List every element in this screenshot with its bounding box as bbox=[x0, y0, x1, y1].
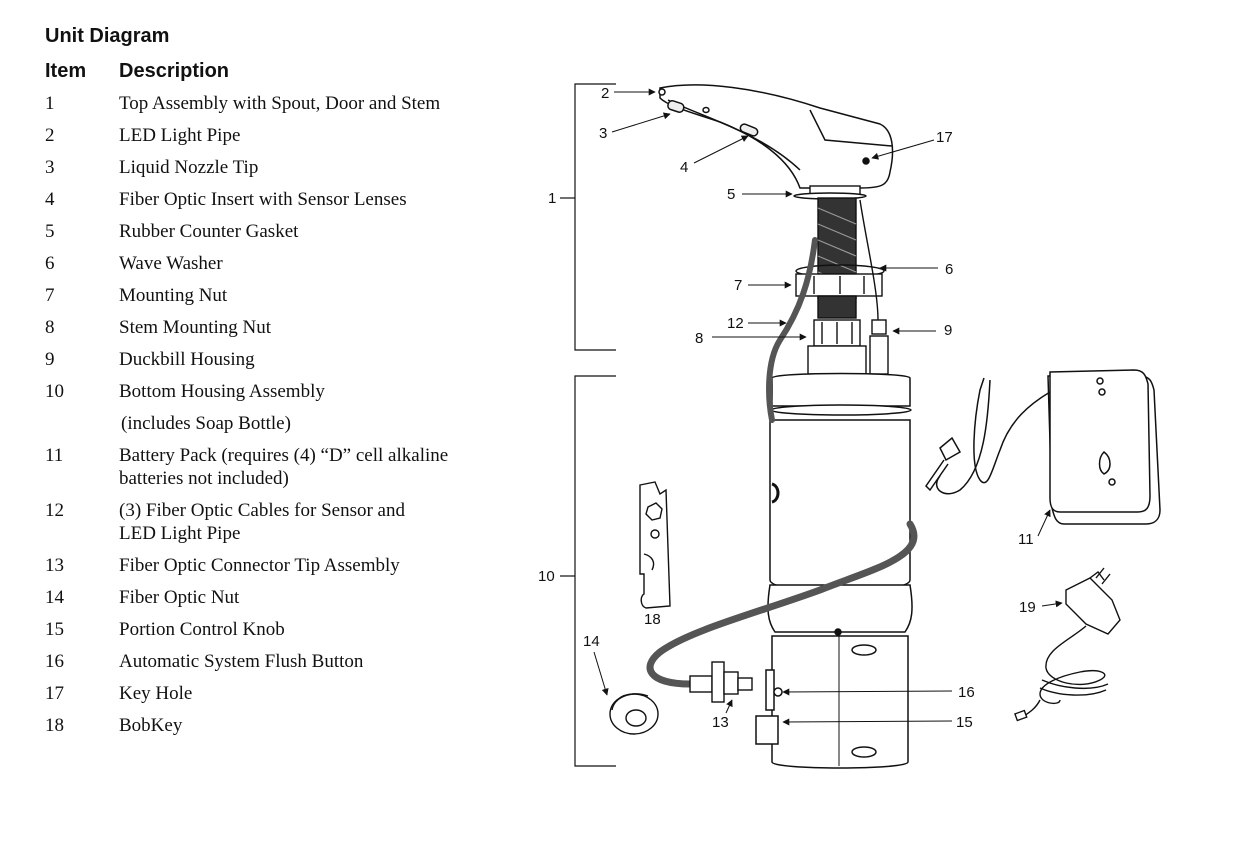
item-description: Top Assembly with Spout, Door and Stem bbox=[119, 93, 441, 114]
fiber-optic-nut bbox=[609, 693, 659, 735]
item-number: 14 bbox=[45, 587, 64, 608]
item-description: Portion Control Knob bbox=[119, 619, 285, 640]
item-description: Stem Mounting Nut bbox=[119, 317, 272, 338]
item-description: Liquid Nozzle Tip bbox=[119, 157, 259, 178]
item-number: 10 bbox=[45, 381, 64, 402]
bottom-housing-assembly bbox=[755, 372, 913, 769]
item-number: 18 bbox=[45, 715, 64, 736]
item-number: 4 bbox=[45, 189, 55, 210]
list-item: 4 Fiber Optic Insert with Sensor Lenses bbox=[45, 188, 515, 211]
list-item: 8 Stem Mounting Nut bbox=[45, 316, 515, 339]
callout-8: 8 bbox=[695, 330, 703, 347]
callout-leaders bbox=[593, 88, 1063, 726]
bracket-bottom-housing bbox=[560, 375, 616, 767]
callout-9: 9 bbox=[944, 322, 952, 339]
page-title: Unit Diagram bbox=[45, 25, 170, 47]
item-number: 5 bbox=[45, 221, 55, 242]
callout-19: 19 bbox=[1019, 599, 1036, 616]
item-description: Wave Washer bbox=[119, 253, 223, 274]
list-item: 9 Duckbill Housing bbox=[45, 348, 515, 371]
callout-5: 5 bbox=[727, 186, 735, 203]
item-description: Rubber Counter Gasket bbox=[119, 221, 299, 242]
callout-12: 12 bbox=[727, 315, 744, 332]
list-item: 11 Battery Pack (requires (4) “D” cell al… bbox=[45, 444, 515, 490]
item-description: Bottom Housing Assembly bbox=[119, 381, 325, 402]
description-column-header: Description bbox=[119, 60, 230, 82]
item-description: Automatic System Flush Button bbox=[119, 651, 364, 672]
callout-7: 7 bbox=[734, 277, 742, 294]
item-description: Fiber Optic Nut bbox=[119, 587, 240, 608]
item-description: (3) Fiber Optic Cables for Sensor and LE… bbox=[119, 500, 405, 544]
item-description: Fiber Optic Insert with Sensor Lenses bbox=[119, 189, 407, 210]
item-description: LED Light Pipe bbox=[119, 125, 241, 146]
list-item: 3 Liquid Nozzle Tip bbox=[45, 156, 515, 179]
list-item: 5 Rubber Counter Gasket bbox=[45, 220, 515, 243]
list-item: 17 Key Hole bbox=[45, 682, 515, 705]
list-item: (includes Soap Bottle) bbox=[45, 412, 515, 435]
item-description: Mounting Nut bbox=[119, 285, 228, 306]
top-assembly-spout bbox=[658, 84, 894, 189]
callout-2: 2 bbox=[601, 85, 609, 102]
item-number: 2 bbox=[45, 125, 55, 146]
fiber-optic-cable bbox=[646, 237, 918, 688]
item-number: 13 bbox=[45, 555, 64, 576]
callout-15: 15 bbox=[956, 714, 973, 731]
callout-6: 6 bbox=[945, 261, 953, 278]
item-number: 12 bbox=[45, 500, 64, 521]
callout-17: 17 bbox=[936, 129, 953, 146]
list-item: 13 Fiber Optic Connector Tip Assembly bbox=[45, 554, 515, 577]
item-description: Key Hole bbox=[119, 683, 193, 704]
list-item: 16 Automatic System Flush Button bbox=[45, 650, 515, 673]
item-number: 17 bbox=[45, 683, 64, 704]
callout-10: 10 bbox=[538, 568, 555, 585]
item-number: 1 bbox=[45, 93, 55, 114]
item-number: 16 bbox=[45, 651, 64, 672]
item-number: 15 bbox=[45, 619, 64, 640]
stem-assembly bbox=[793, 185, 889, 375]
list-item: 10 Bottom Housing Assembly bbox=[45, 380, 515, 403]
item-description: (includes Soap Bottle) bbox=[121, 413, 291, 434]
callout-11: 11 bbox=[1018, 531, 1034, 548]
callout-13: 13 bbox=[712, 714, 729, 731]
item-description: Fiber Optic Connector Tip Assembly bbox=[119, 555, 400, 576]
list-item: 18 BobKey bbox=[45, 714, 515, 737]
callout-4: 4 bbox=[680, 159, 688, 176]
item-description: Battery Pack (requires (4) “D” cell alka… bbox=[119, 445, 449, 489]
item-number: 9 bbox=[45, 349, 55, 370]
list-item: 7 Mounting Nut bbox=[45, 284, 515, 307]
item-number: 8 bbox=[45, 317, 55, 338]
bobkey-tool bbox=[639, 481, 671, 609]
item-column-header: Item bbox=[45, 60, 87, 82]
callout-16: 16 bbox=[958, 684, 975, 701]
list-item: 14 Fiber Optic Nut bbox=[45, 586, 515, 609]
ac-adapter bbox=[1014, 567, 1121, 722]
fiber-optic-connector bbox=[689, 661, 753, 703]
callout-14: 14 bbox=[583, 633, 600, 650]
item-number: 3 bbox=[45, 157, 55, 178]
item-description: BobKey bbox=[119, 715, 183, 736]
battery-pack bbox=[925, 369, 1161, 525]
callout-3: 3 bbox=[599, 125, 607, 142]
item-description: Duckbill Housing bbox=[119, 349, 255, 370]
bracket-top-assembly bbox=[560, 83, 616, 351]
item-number: 7 bbox=[45, 285, 55, 306]
list-item: 2 LED Light Pipe bbox=[45, 124, 515, 147]
list-item: 1 Top Assembly with Spout, Door and Stem bbox=[45, 92, 515, 115]
list-item: 6 Wave Washer bbox=[45, 252, 515, 275]
list-item: 12 (3) Fiber Optic Cables for Sensor and … bbox=[45, 499, 515, 545]
item-number: 11 bbox=[45, 445, 64, 466]
list-item: 15 Portion Control Knob bbox=[45, 618, 515, 641]
callout-18: 18 bbox=[644, 611, 661, 628]
item-number: 6 bbox=[45, 253, 55, 274]
callout-1: 1 bbox=[548, 190, 556, 207]
